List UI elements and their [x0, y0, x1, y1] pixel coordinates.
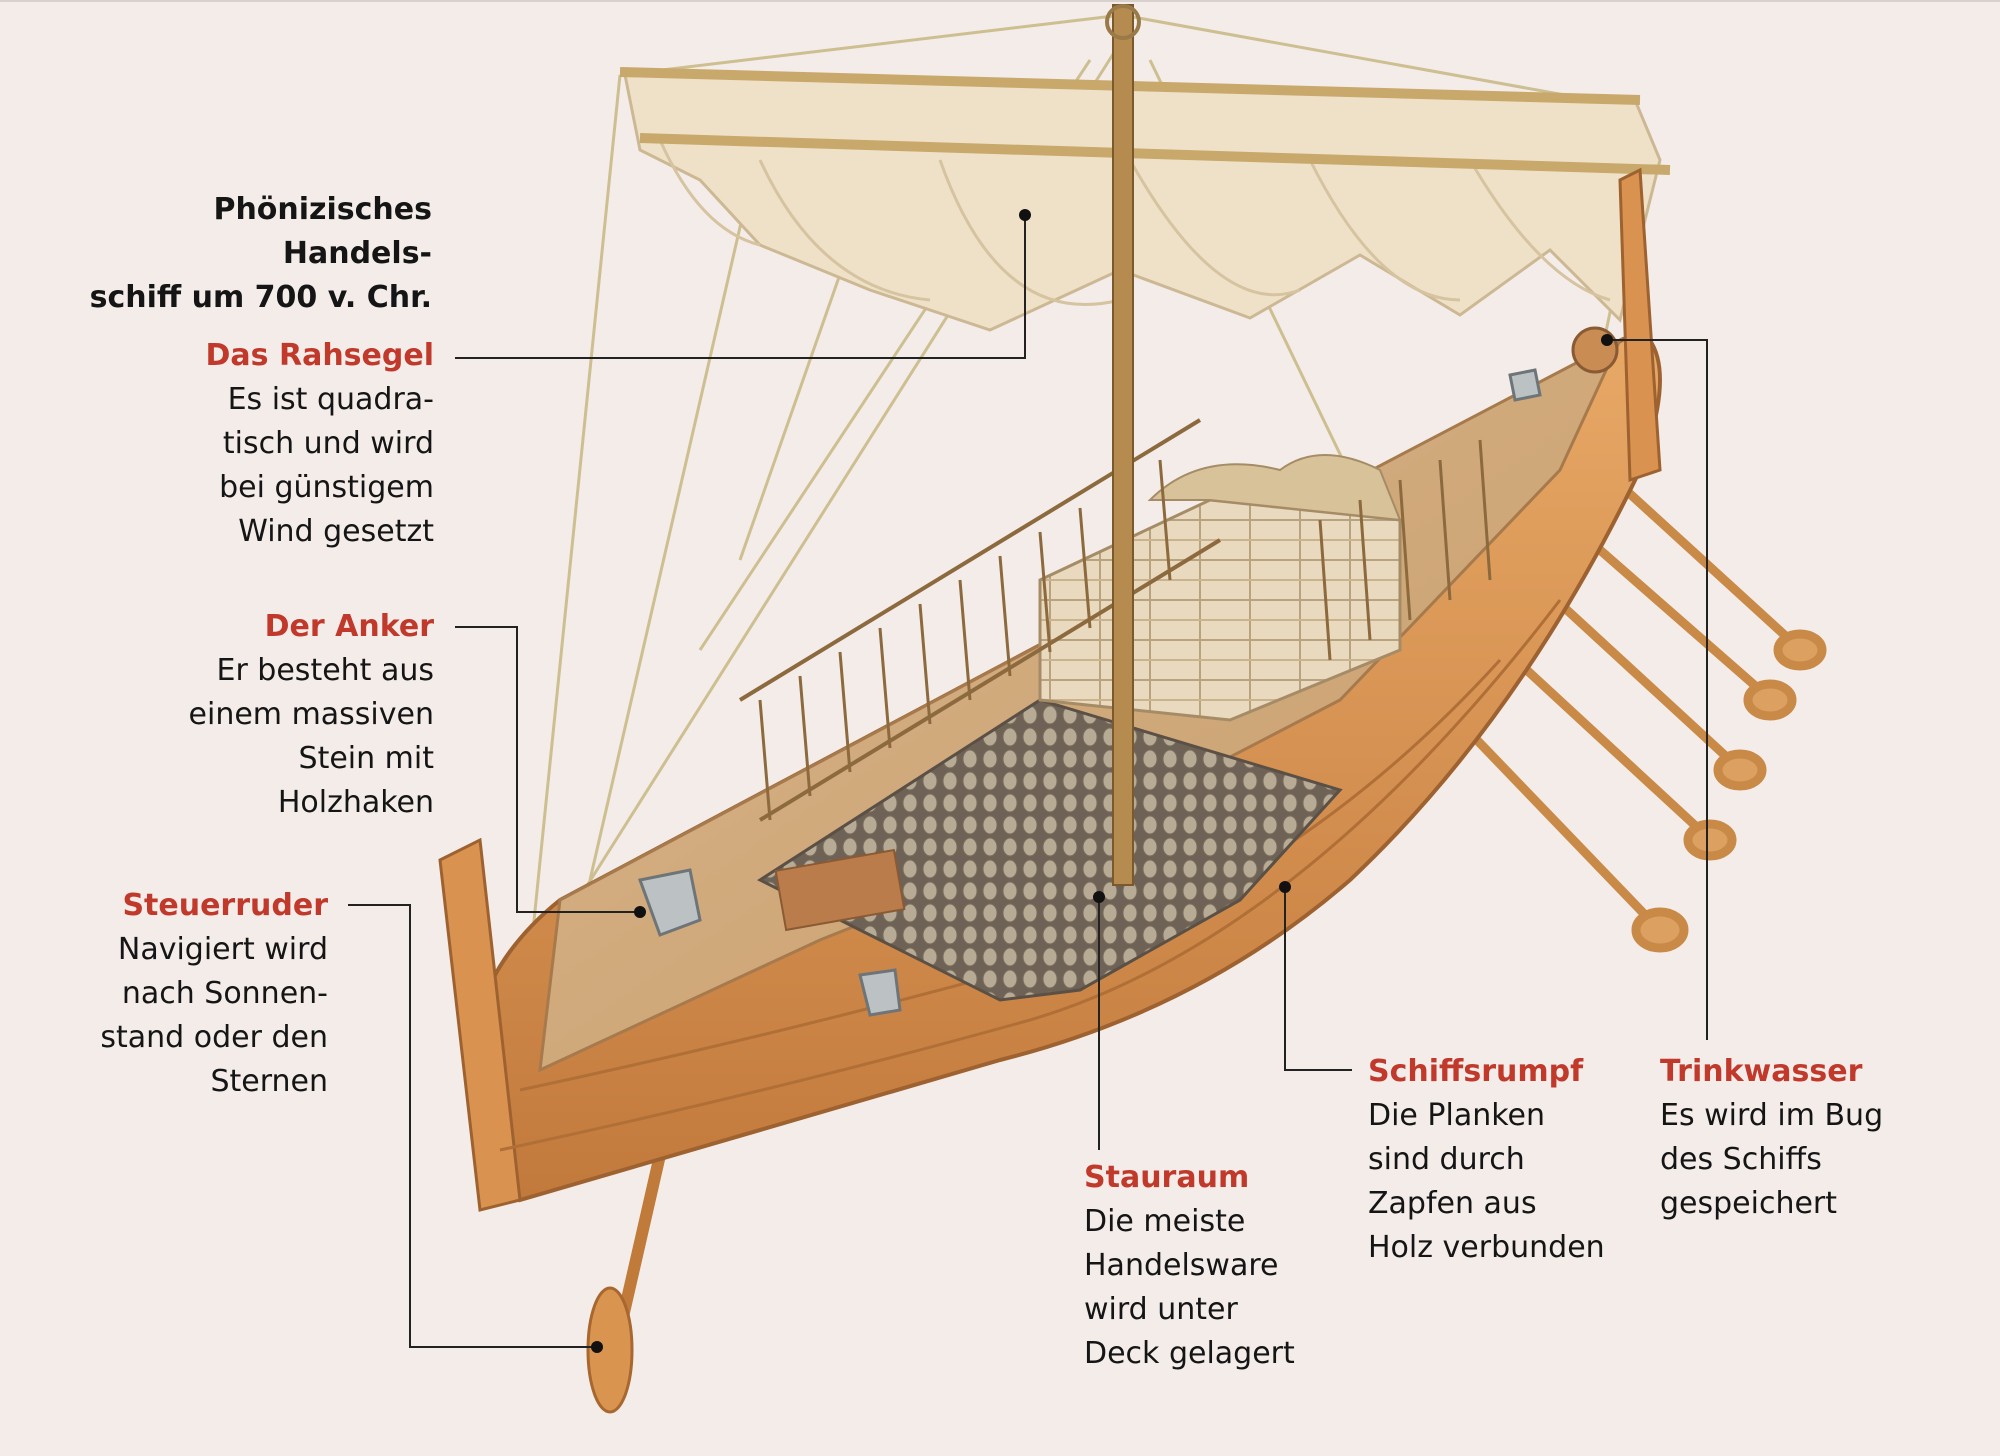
- callout-rahsegel-text: Es ist quadra- tisch und wird bei günsti…: [219, 382, 434, 549]
- water-jar: [1571, 326, 1619, 374]
- callout-schiffsrumpf-heading: Schiffsrumpf: [1368, 1054, 1584, 1089]
- callout-stauraum-heading: Stauraum: [1084, 1160, 1250, 1195]
- callout-anker-heading: Der Anker: [264, 609, 434, 644]
- callout-steuerruder-text: Navigiert wird nach Sonnen- stand oder d…: [100, 932, 328, 1099]
- top-border: [0, 0, 2000, 2]
- callout-trinkwasser-heading: Trinkwasser: [1660, 1054, 1863, 1089]
- callout-schiffsrumpf: Schiffsrumpf Die Planken sind durch Zapf…: [1368, 1050, 1658, 1270]
- diagram-title: Phönizisches Handels- schiff um 700 v. C…: [89, 192, 432, 315]
- callout-steuerruder-heading: Steuerruder: [122, 888, 328, 923]
- square-sail: [619, 67, 1671, 332]
- callout-stauraum: Stauraum Die meiste Handelsware wird unt…: [1084, 1156, 1344, 1376]
- callout-steuerruder: Steuerruder Navigiert wird nach Sonnen- …: [40, 884, 328, 1104]
- leader-dots: [591, 209, 1613, 1353]
- callout-anker-text: Er besteht aus einem massiven Stein mit …: [188, 653, 434, 820]
- callout-rahsegel: Das Rahsegel Es ist quadra- tisch und wi…: [120, 334, 434, 554]
- callout-rahsegel-heading: Das Rahsegel: [205, 338, 434, 373]
- callout-trinkwasser-text: Es wird im Bug des Schiffs gespeichert: [1660, 1098, 1884, 1221]
- callout-stauraum-text: Die meiste Handelsware wird unter Deck g…: [1084, 1204, 1295, 1371]
- callout-anker: Der Anker Er besteht aus einem massiven …: [120, 605, 434, 825]
- callout-schiffsrumpf-text: Die Planken sind durch Zapfen aus Holz v…: [1368, 1098, 1605, 1265]
- stone-anchors: [637, 368, 1542, 1017]
- cargo-hold: [756, 698, 1343, 1002]
- leader-lines: [348, 215, 1708, 1348]
- callout-trinkwasser: Trinkwasser Es wird im Bug des Schiffs g…: [1660, 1050, 1960, 1226]
- mast: [1105, 4, 1141, 886]
